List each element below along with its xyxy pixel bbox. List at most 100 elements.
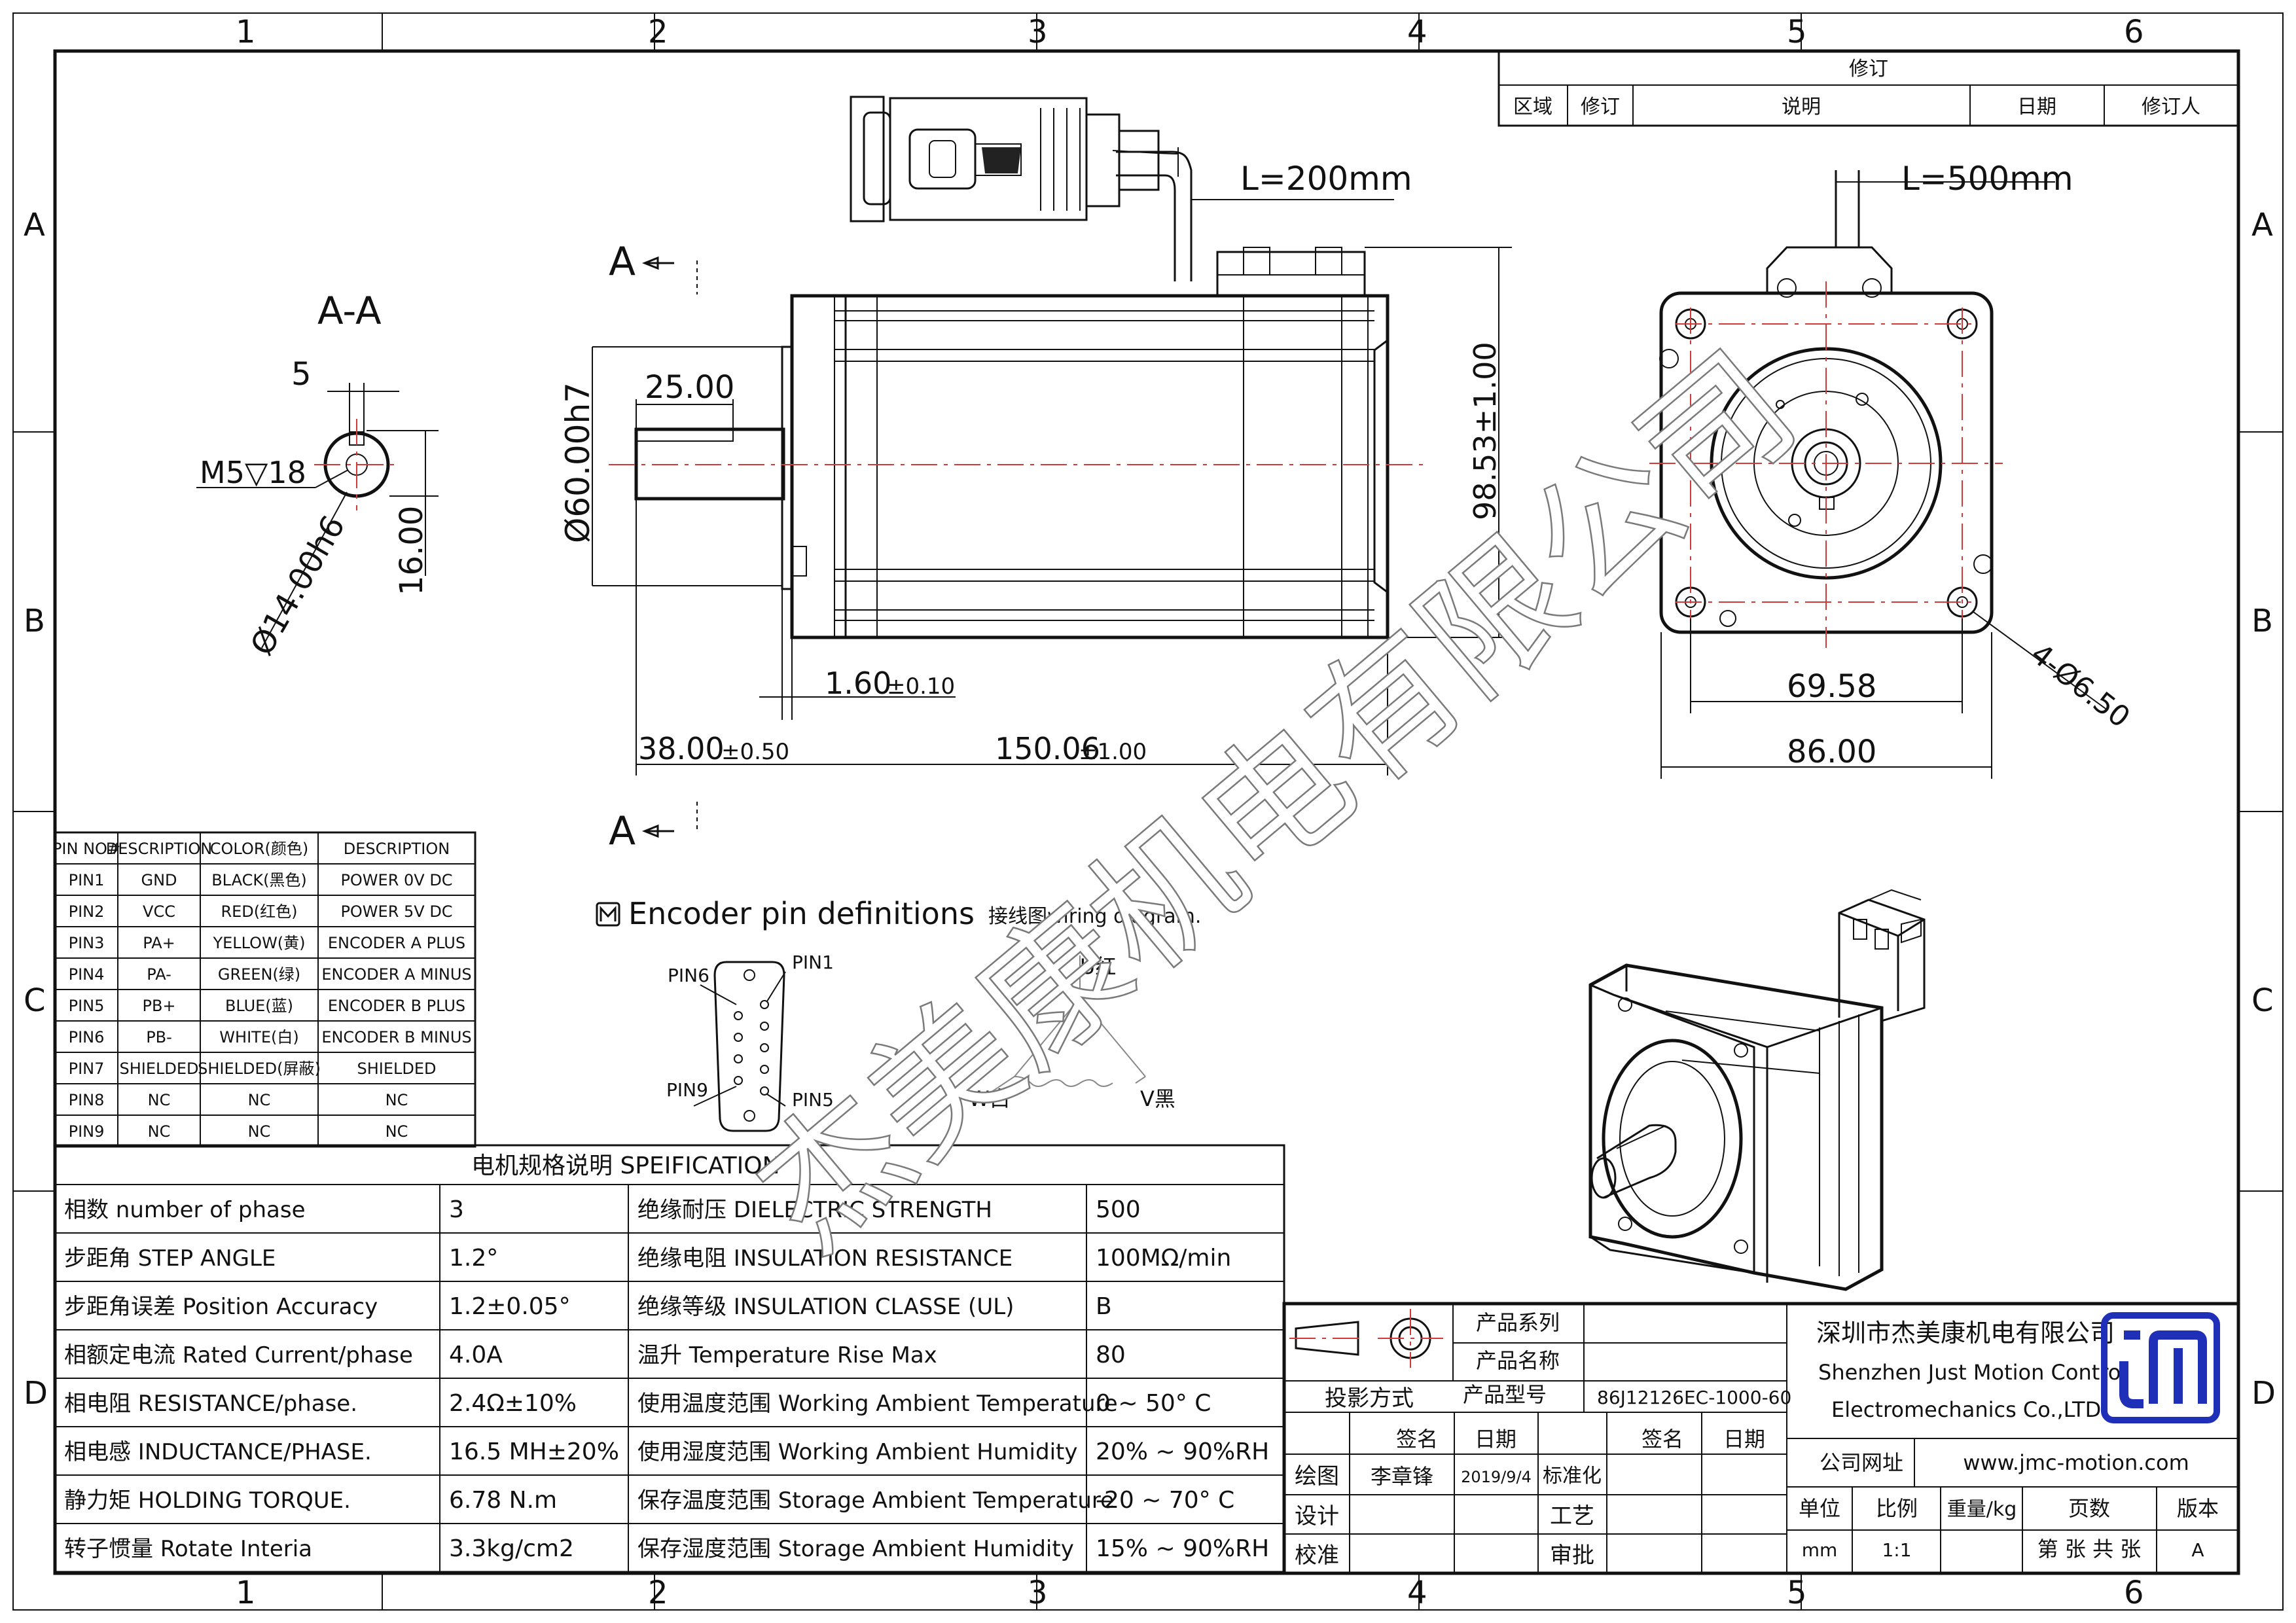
date-header-2: 日期 bbox=[1723, 1427, 1765, 1452]
zone-row-d-right: D bbox=[2251, 1375, 2276, 1412]
dim-flange-thickness: 1.60 bbox=[825, 666, 891, 701]
pin-table-cell: PIN6 bbox=[69, 1028, 105, 1046]
version-label: 版本 bbox=[2177, 1496, 2219, 1521]
zone-row-a-right: A bbox=[2251, 207, 2273, 243]
watermark: 杰美康机电有限公司 bbox=[726, 321, 1826, 1283]
pin-table-cell: PB+ bbox=[142, 997, 175, 1015]
zone-col-5: 5 bbox=[1787, 14, 1807, 50]
rev-header-date: 日期 bbox=[2017, 96, 2056, 118]
zone-row-a: A bbox=[24, 207, 45, 243]
wiring-title: 接线图wiring diagram. bbox=[988, 905, 1201, 928]
company-en-1: Shenzhen Just Motion Control bbox=[1818, 1360, 2126, 1385]
pin-table-cell: PIN3 bbox=[69, 934, 105, 952]
pin-table-cell: PA- bbox=[147, 965, 171, 984]
spec-parameter-name: 保存温度范围 Storage Ambient Temperature bbox=[637, 1488, 1114, 1514]
dim-shaft-extension-tol: ±0.50 bbox=[721, 739, 789, 765]
pin-table-cell: WHITE(白) bbox=[219, 1028, 298, 1046]
pin-table-cell: SHIELDED bbox=[119, 1060, 198, 1078]
pin-table-cell: NC bbox=[386, 1122, 408, 1141]
phase-w-label: W白 bbox=[969, 1086, 1011, 1111]
pin6-label: PIN6 bbox=[668, 965, 709, 986]
spec-parameter-value: 16.5 MH±20% bbox=[449, 1438, 619, 1465]
spec-parameter-value: -20 ~ 70° C bbox=[1096, 1487, 1234, 1514]
wiring-delta bbox=[984, 955, 1146, 1097]
spec-parameter-value: 6.78 N.m bbox=[449, 1487, 557, 1514]
section-title: A-A bbox=[317, 289, 382, 333]
scale-value: 1:1 bbox=[1882, 1539, 1911, 1561]
company-en-2: Electromechanics Co.,LTD bbox=[1831, 1397, 2101, 1422]
cable-length-200: L=200mm bbox=[1240, 160, 1412, 198]
sign-header-1: 签名 bbox=[1396, 1427, 1438, 1452]
section-marker-bottom: A bbox=[609, 808, 636, 854]
phase-v-label: V黑 bbox=[1140, 1086, 1175, 1111]
pin-table-cell: ENCODER B MINUS bbox=[321, 1028, 471, 1046]
zone-row-b: B bbox=[24, 603, 45, 639]
motor-body bbox=[790, 294, 1390, 639]
end-hole-spec: 4-Ø6.50 bbox=[2024, 637, 2136, 734]
spec-parameter-name: 步距角 STEP ANGLE bbox=[64, 1245, 276, 1272]
pin-table-cell: PIN7 bbox=[69, 1060, 105, 1078]
pin-table: PIN NO#DESCRIPTIONCOLOR(颜色)DESCRIPTIONPI… bbox=[52, 831, 476, 1148]
zone-row-d: D bbox=[24, 1375, 48, 1412]
end-hole-pitch: 69.58 bbox=[1787, 668, 1876, 705]
spec-parameter-value: 1.2±0.05° bbox=[449, 1293, 571, 1320]
spec-parameter-name: 步距角误差 Position Accuracy bbox=[64, 1294, 378, 1320]
unit-label: 单位 bbox=[1799, 1496, 1840, 1521]
website-value: www.jmc-motion.com bbox=[1963, 1450, 2189, 1475]
section-view: A-A 5 16.00 M5▽18 Ø14.00h6 bbox=[196, 289, 439, 662]
zone-col-4-bottom: 4 bbox=[1407, 1575, 1427, 1611]
rev-header-rev: 修订 bbox=[1581, 96, 1620, 118]
pin-table-cell: BLACK(黑色) bbox=[211, 871, 307, 889]
dim-flange-tolerance: ±0.10 bbox=[887, 673, 955, 700]
pin-table-header: DESCRIPTION bbox=[106, 840, 212, 858]
spec-parameter-value: 1.2° bbox=[449, 1245, 498, 1272]
model-label: 产品型号 bbox=[1463, 1382, 1547, 1407]
pin-table-cell: RED(红色) bbox=[221, 902, 297, 921]
pin-table-cell: VCC bbox=[143, 902, 175, 921]
encoder-title: Encoder pin definitions bbox=[628, 896, 975, 931]
model-value: 86J12126EC-1000-60 bbox=[1597, 1387, 1791, 1408]
revision-title: 修订 bbox=[1849, 58, 1888, 80]
pin1-label: PIN1 bbox=[792, 952, 834, 973]
spec-parameter-name: 转子惯量 Rotate Interia bbox=[64, 1536, 312, 1562]
zone-col-4: 4 bbox=[1407, 14, 1427, 50]
zone-col-6: 6 bbox=[2124, 14, 2144, 50]
jmc-logo bbox=[2101, 1312, 2220, 1423]
encoder-section: Encoder pin definitions 接线图wiring diagra… bbox=[596, 896, 1201, 1132]
end-flange-size: 86.00 bbox=[1787, 734, 1876, 770]
pin-table-cell: ENCODER A MINUS bbox=[321, 965, 471, 984]
section-shaft-diameter: Ø14.00h6 bbox=[243, 509, 353, 662]
spec-parameter-name: 绝缘电阻 INSULATION RESISTANCE bbox=[637, 1245, 1013, 1272]
dim-pilot-diameter: Ø60.00h7 bbox=[559, 382, 597, 543]
zone-col-1-bottom: 1 bbox=[236, 1575, 256, 1611]
spec-parameter-value: 15% ~ 90%RH bbox=[1096, 1535, 1269, 1562]
spec-table-title: 电机规格说明 SPEIFICATION bbox=[471, 1152, 780, 1179]
zone-col-5-bottom: 5 bbox=[1787, 1575, 1807, 1611]
db9-pinout bbox=[713, 961, 785, 1132]
rev-header-desc: 说明 bbox=[1782, 96, 1821, 118]
process-label: 工艺 bbox=[1550, 1503, 1594, 1529]
pages-label: 页数 bbox=[2068, 1496, 2110, 1521]
pin-table-header: PIN NO# bbox=[52, 840, 120, 858]
pin-table-cell: PB- bbox=[146, 1028, 172, 1046]
spec-parameter-value: 3.3kg/cm2 bbox=[449, 1535, 574, 1562]
spec-parameter-value: 0 ~ 50° C bbox=[1096, 1390, 1211, 1417]
pin-table-cell: BLUE(蓝) bbox=[225, 997, 293, 1015]
pin-table-cell: PIN4 bbox=[69, 965, 105, 984]
check-label: 校准 bbox=[1295, 1543, 1339, 1569]
cable-length-500: L=500mm bbox=[1901, 160, 2073, 198]
pin-table-cell: NC bbox=[148, 1122, 171, 1141]
pin-table-cell: NC bbox=[248, 1122, 271, 1141]
spec-parameter-name: 保存湿度范围 Storage Ambient Humidity bbox=[637, 1536, 1074, 1562]
spec-parameter-value: 4.0A bbox=[449, 1342, 503, 1368]
pin-table-cell: POWER 5V DC bbox=[340, 902, 452, 921]
spec-parameter-value: 500 bbox=[1096, 1196, 1141, 1223]
dim-body-length: 150.06 bbox=[995, 731, 1100, 766]
pin9-label: PIN9 bbox=[666, 1079, 708, 1101]
pin-table-header: DESCRIPTION bbox=[344, 840, 450, 858]
spec-parameter-name: 相额定电流 Rated Current/phase bbox=[64, 1342, 413, 1368]
rev-header-zone: 区域 bbox=[1513, 96, 1552, 118]
pin-table-cell: PA+ bbox=[143, 934, 175, 952]
series-label: 产品系列 bbox=[1476, 1310, 1560, 1335]
